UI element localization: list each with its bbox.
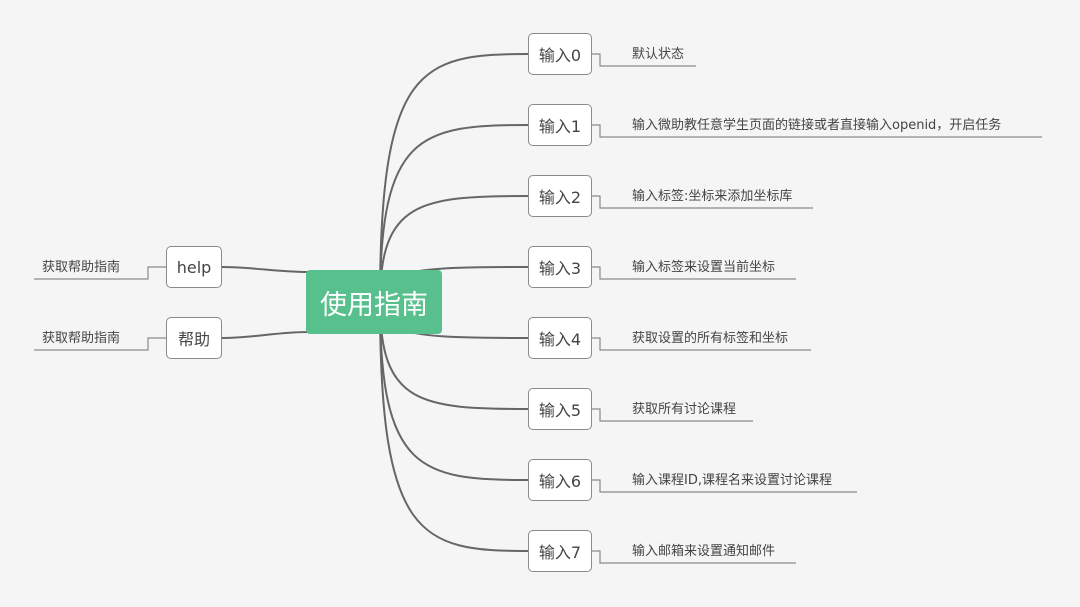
branch-detail-input-3: 输入标签来设置当前坐标 <box>632 260 776 275</box>
connector-curve-input-7 <box>379 301 529 552</box>
branch-node-input-6[interactable]: 输入6 <box>528 459 592 501</box>
branch-node-help[interactable]: help <box>166 246 222 288</box>
branch-detail-input-0: 默认状态 <box>632 47 685 62</box>
branch-detail-input-6: 输入课程ID,课程名来设置讨论课程 <box>632 473 832 488</box>
branch-detail-help: 获取帮助指南 <box>42 260 121 275</box>
leaf-underline-left-0 <box>34 266 166 280</box>
branch-node-input-3[interactable]: 输入3 <box>528 246 592 288</box>
branch-node-input-1[interactable]: 输入1 <box>528 104 592 146</box>
central-topic[interactable]: 使用指南 <box>306 270 442 334</box>
connector-curve-input-0 <box>379 53 529 303</box>
leaf-underline-left-1 <box>34 337 166 351</box>
leaf-underline-input-4 <box>592 337 811 351</box>
connector-curve-left-0 <box>221 266 309 273</box>
leaf-underline-input-6 <box>592 479 857 493</box>
branch-detail-input-1: 输入微助教任意学生页面的链接或者直接输入openid，开启任务 <box>632 118 1002 133</box>
connector-curve-input-5 <box>379 301 529 410</box>
leaf-underline-input-0 <box>592 53 696 67</box>
branch-node-input-7[interactable]: 输入7 <box>528 530 592 572</box>
branch-detail-input-7: 输入邮箱来设置通知邮件 <box>632 544 776 559</box>
branch-node-input-2[interactable]: 输入2 <box>528 175 592 217</box>
branch-detail-input-2: 输入标签:坐标来添加坐标库 <box>632 189 793 204</box>
connector-curve-input-2 <box>379 195 529 303</box>
branch-node-input-4[interactable]: 输入4 <box>528 317 592 359</box>
branch-node-help-cn[interactable]: 帮助 <box>166 317 222 359</box>
connector-curve-input-6 <box>379 301 529 481</box>
branch-detail-help-cn: 获取帮助指南 <box>42 331 121 346</box>
branch-node-input-5[interactable]: 输入5 <box>528 388 592 430</box>
connector-curve-left-1 <box>221 331 309 339</box>
branch-detail-input-5: 获取所有讨论课程 <box>632 402 737 417</box>
leaf-underline-input-1 <box>592 124 1042 138</box>
leaf-underline-input-2 <box>592 195 813 209</box>
branch-node-input-0[interactable]: 输入0 <box>528 33 592 75</box>
branch-detail-input-4: 获取设置的所有标签和坐标 <box>632 331 789 346</box>
leaf-underline-input-5 <box>592 408 753 422</box>
connector-curve-input-1 <box>379 124 529 303</box>
leaf-underline-input-7 <box>592 550 796 564</box>
leaf-underline-input-3 <box>592 266 796 280</box>
